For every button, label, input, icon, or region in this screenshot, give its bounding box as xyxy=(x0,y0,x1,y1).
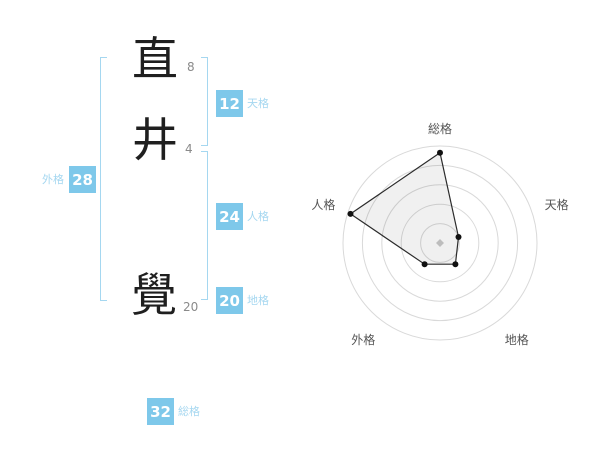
radar-axis-label: 地格 xyxy=(505,332,529,347)
stroke-count: 4 xyxy=(185,142,193,156)
gaikaku-bracket xyxy=(100,57,107,301)
name-character: 直 xyxy=(132,32,178,86)
radar-axis-label: 外格 xyxy=(351,332,375,347)
radar-center-marker xyxy=(436,239,444,247)
stroke-count: 20 xyxy=(183,300,199,314)
radar-data-point xyxy=(452,261,459,268)
tenkaku-value-badge: 12 xyxy=(216,90,243,117)
radar-data-point xyxy=(455,234,462,240)
name-character: 井 xyxy=(132,113,178,167)
stroke-count: 8 xyxy=(187,60,195,74)
jinkaku-label: 人格 xyxy=(247,210,269,223)
radar-axis-label: 総格 xyxy=(428,121,452,136)
chikaku-label: 地格 xyxy=(247,294,269,307)
gaikaku-label: 外格 xyxy=(42,173,64,186)
radar-data-point xyxy=(437,149,443,156)
radar-ring xyxy=(420,223,460,263)
radar-data-point xyxy=(347,210,354,217)
radar-axis-label: 天格 xyxy=(545,197,569,212)
jinkaku-bracket xyxy=(201,151,208,300)
soukaku-label: 総格 xyxy=(178,405,200,418)
radar-data-point xyxy=(421,261,428,268)
tenkaku-label: 天格 xyxy=(247,97,269,110)
soukaku-value-badge: 32 xyxy=(147,398,174,425)
gaikaku-value-badge: 28 xyxy=(69,166,96,193)
jinkaku-value-badge: 24 xyxy=(216,203,243,230)
name-character: 覺 xyxy=(131,268,177,322)
radar-ring xyxy=(361,164,519,322)
radar-ring xyxy=(342,145,538,341)
chikaku-value-badge: 20 xyxy=(216,287,243,314)
radar-ring xyxy=(400,203,480,283)
tenkaku-bracket xyxy=(201,57,208,146)
radar-polygon xyxy=(349,151,460,265)
radar-chart: 総格天格地格 外格 人格 xyxy=(290,108,590,388)
radar-axis-label: 人格 xyxy=(311,197,335,212)
radar-ring xyxy=(381,184,499,302)
